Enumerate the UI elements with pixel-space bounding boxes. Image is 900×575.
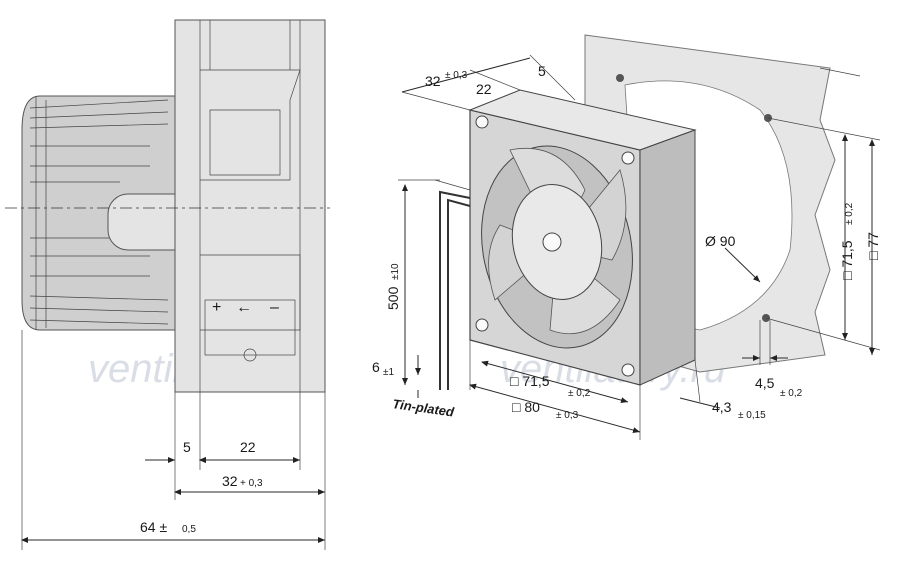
dim-vertical-71-5-tol: ± 0,2: [844, 202, 855, 225]
dim-iso-22: 22: [476, 81, 492, 97]
dim-iso-71-5: □ 71,5: [510, 373, 550, 389]
iso-frame-side: [639, 129, 696, 386]
iso-hub-center: [542, 232, 562, 252]
dim-iso-32: 32: [425, 73, 441, 89]
polarity-plus: +: [212, 299, 221, 316]
housing-fins: [29, 96, 169, 330]
dim-side-64-tol: 0,5: [182, 524, 196, 535]
dim-500-tol: ±10: [390, 263, 401, 280]
corner-hole-tl: [475, 115, 489, 129]
iso-view: 500 ±10 6 ±1 Tin-plated 32 ± 0,3 22 5 □ …: [372, 34, 881, 440]
dim-6-tol: ±1: [383, 367, 394, 378]
dim-iso-5: 5: [538, 63, 546, 79]
dim-iso-80: □ 80: [512, 399, 540, 415]
dim-side-32-tol: + 0,3: [240, 478, 263, 489]
dim-4-3-tol: ± 0,15: [738, 410, 766, 421]
dim-6: 6: [372, 359, 380, 375]
dim-side-32: 32: [222, 473, 238, 489]
dim-500: 500: [385, 286, 401, 310]
dim-4-5-tol: ± 0,2: [780, 388, 803, 399]
plate-hole-1: [616, 74, 624, 82]
side-view: + ← – 5 22 32 + 0,3 64 ± 0,5: [5, 19, 330, 550]
corner-hole-bl: [475, 318, 489, 332]
dim-4-5: 4,5: [755, 375, 775, 391]
terminal-block: [204, 299, 296, 356]
dim-4-3: 4,3: [712, 399, 732, 415]
corner-hole-tr: [621, 151, 635, 165]
dim-vertical-71-5: □ 71,5: [839, 240, 855, 280]
polarity-arrow: ←: [236, 299, 252, 316]
lead-wire-1: [439, 190, 471, 390]
dim-iso-80-tol: ± 0,3: [556, 410, 579, 421]
dim-side-22: 22: [240, 439, 256, 455]
terminal-screw: [243, 348, 257, 362]
lead-wire-2: [447, 198, 471, 390]
dim-vertical-77: □ 77: [865, 232, 881, 260]
dim-side-64: 64 ±: [140, 519, 167, 535]
tin-plated-label: Tin-plated: [392, 396, 456, 420]
dim-diameter-90: Ø 90: [705, 233, 736, 249]
dim-iso-32-tol: ± 0,3: [445, 70, 468, 81]
polarity-minus: –: [270, 299, 279, 316]
corner-hole-br: [621, 363, 635, 377]
fan-frame: [174, 19, 326, 393]
motor-housing: [21, 95, 176, 331]
dim-iso-71-5-tol: ± 0,2: [568, 388, 591, 399]
dim-side-5: 5: [183, 439, 191, 455]
